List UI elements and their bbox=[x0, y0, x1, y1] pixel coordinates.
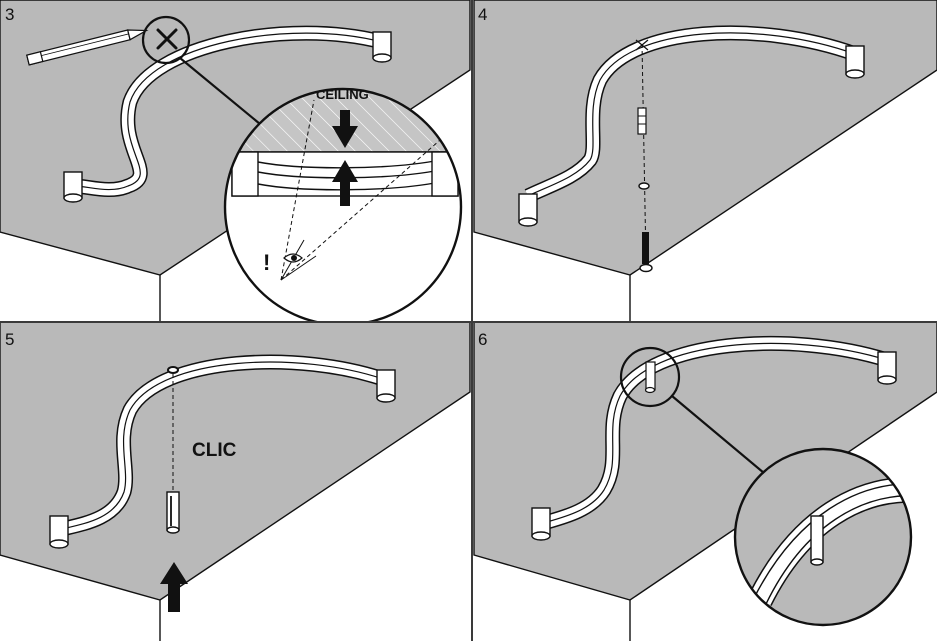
end-cap-right bbox=[877, 351, 897, 385]
end-cap-left bbox=[531, 507, 551, 541]
step-number-6: 6 bbox=[478, 330, 487, 349]
eye-icon bbox=[283, 253, 303, 263]
ceiling-label: CEILING bbox=[316, 87, 369, 102]
x-mark-icon bbox=[635, 39, 649, 51]
magnify-leader bbox=[671, 395, 771, 479]
drill-axis bbox=[641, 43, 647, 263]
arrow-icon bbox=[332, 110, 358, 148]
warning-mark: ! bbox=[263, 250, 270, 275]
x-mark-icon bbox=[156, 28, 178, 50]
luminaire-strip bbox=[56, 354, 389, 538]
step-number-3: 3 bbox=[5, 5, 14, 24]
mounting-pin-icon bbox=[644, 361, 656, 394]
arrow-icon bbox=[332, 160, 358, 206]
screw-icon bbox=[167, 366, 179, 374]
washer-icon bbox=[638, 182, 650, 190]
screw-icon bbox=[639, 232, 653, 273]
panel-step-6: 6 bbox=[473, 321, 937, 641]
luminaire-strip bbox=[73, 25, 384, 198]
panel-step-5: CLIC 5 bbox=[0, 321, 471, 641]
mounting-pin-icon bbox=[166, 491, 180, 534]
end-cap-right bbox=[376, 369, 396, 403]
end-cap-left bbox=[518, 193, 538, 227]
panel-step-4: 4 bbox=[473, 0, 937, 321]
end-cap-right bbox=[372, 31, 392, 63]
detail-circle-pin bbox=[733, 447, 913, 627]
end-cap-right bbox=[845, 45, 865, 79]
step-number-5: 5 bbox=[5, 330, 14, 349]
clic-label: CLIC bbox=[192, 440, 237, 461]
step-number-4: 4 bbox=[478, 5, 487, 24]
panel-step-3: CEILING ! 3 bbox=[0, 0, 471, 327]
arrow-icon bbox=[160, 562, 188, 612]
magnify-circle-small bbox=[141, 15, 191, 65]
luminaire-strip bbox=[537, 336, 890, 532]
magnify-leader bbox=[179, 57, 261, 125]
wall-plug-icon bbox=[637, 107, 647, 135]
pencil-icon bbox=[26, 29, 149, 66]
luminaire-strip bbox=[524, 25, 858, 203]
end-cap-left bbox=[63, 171, 83, 203]
magnify-circle-small bbox=[619, 346, 681, 408]
ceiling-surface bbox=[473, 0, 937, 276]
end-cap-left bbox=[49, 515, 69, 549]
